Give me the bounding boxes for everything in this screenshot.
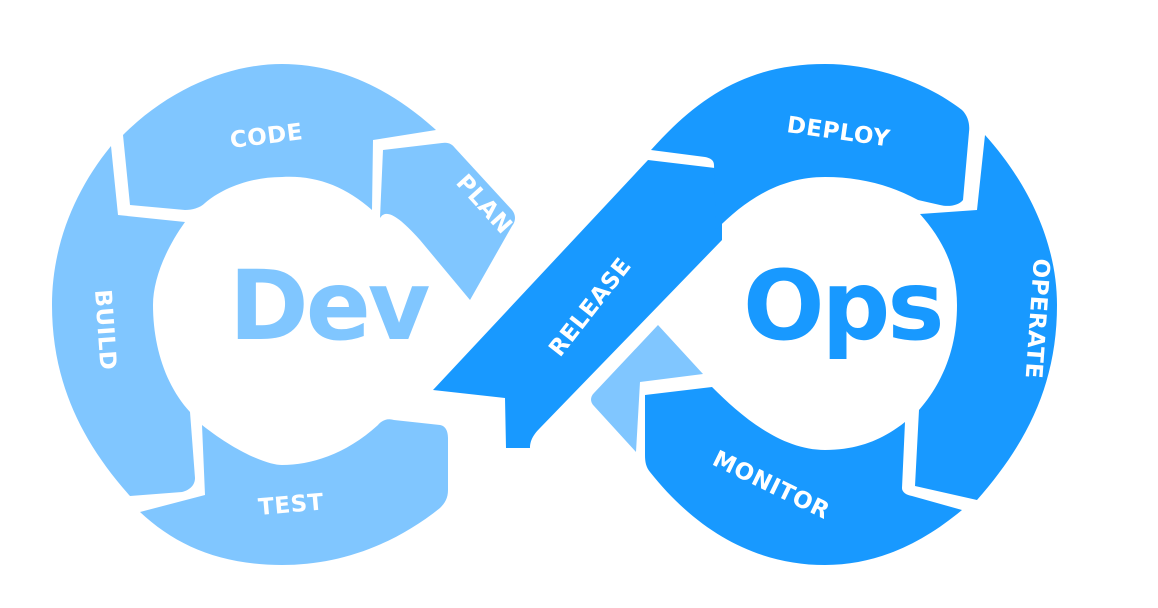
ops-title: Ops: [743, 250, 941, 362]
monitor-segment: [645, 387, 962, 565]
code-segment: [123, 64, 436, 210]
ops-loop: [433, 64, 1057, 565]
dev-title: Dev: [229, 250, 430, 362]
plan-segment: [380, 142, 515, 300]
release-segment: [433, 160, 722, 448]
dev-loop: [52, 64, 515, 565]
deploy-segment: [651, 64, 970, 230]
build-segment: [52, 146, 195, 496]
plan-arrow-tip: [591, 325, 703, 452]
stage-label-test: TEST: [257, 489, 325, 521]
operate-segment: [915, 135, 1057, 500]
test-segment: [140, 419, 448, 565]
stage-label-build: BUILD: [89, 289, 121, 372]
